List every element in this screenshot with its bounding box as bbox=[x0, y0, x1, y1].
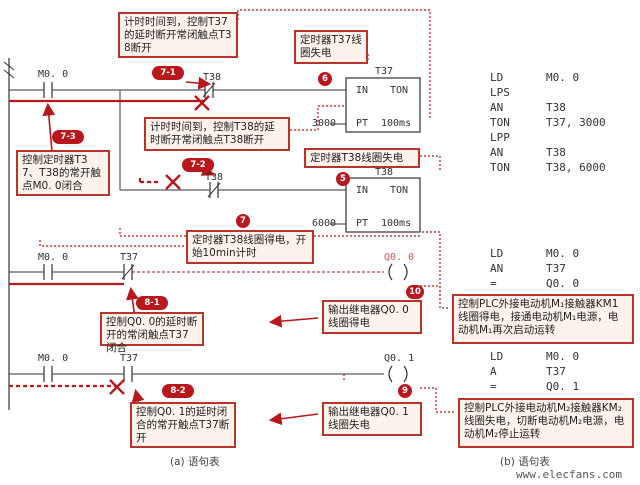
watermark: www.elecfans.com bbox=[516, 468, 622, 481]
contact-t37-b-label: T37 bbox=[120, 353, 139, 364]
stl-op: = bbox=[490, 277, 497, 290]
note-motor-m1-starts: 控制PLC外接电动机M₁接触器KM1线圈得电，接通电动机M₁电源，电动机M₁再次… bbox=[452, 294, 634, 344]
timer-t38-name: T38 bbox=[375, 167, 394, 178]
stl-arg: Q0. 1 bbox=[546, 380, 580, 393]
stl-op: LD bbox=[490, 350, 504, 363]
timer-t37-pt: PT bbox=[356, 118, 369, 129]
note-m00-closes: 控制定时器T37、T38的常开触点M0. 0闭合 bbox=[16, 150, 110, 196]
stl-arg: T38 bbox=[546, 101, 566, 114]
note-t38-contact-opens-2: 计时时间到，控制T38的延时断开常闭触点T38断开 bbox=[144, 117, 290, 151]
badge-step-7-2: 7-2 bbox=[182, 158, 214, 172]
coil-q01 bbox=[388, 365, 393, 383]
note-q01-coil-off: 输出继电器Q0. 1线圈失电 bbox=[322, 402, 422, 436]
timer-t37-ton: TON bbox=[390, 85, 409, 96]
stl-op: AN bbox=[490, 262, 504, 275]
contact-m00-c-label: M0. 0 bbox=[38, 353, 69, 364]
timer-t37-name: T37 bbox=[375, 66, 394, 77]
stl-arg: T37 bbox=[546, 365, 566, 378]
stl-op: AN bbox=[490, 101, 504, 114]
badge-step-8-2: 8-2 bbox=[162, 384, 194, 398]
stl-arg: T38 bbox=[546, 146, 566, 159]
note-t37-coil-off: 定时器T37线圈失电 bbox=[294, 30, 368, 64]
timer-t37-in: IN bbox=[356, 85, 369, 96]
note-q00-coil-on: 输出继电器Q0. 0线圈得电 bbox=[322, 300, 422, 334]
timer-t38-pt: PT bbox=[356, 218, 369, 229]
stl-op: LD bbox=[490, 71, 504, 84]
stl-arg: T37 bbox=[546, 262, 566, 275]
contact-t38-b-label: T38 bbox=[205, 172, 224, 183]
note-q00-contact-closes: 控制Q0. 0的延时断开的常闭触点T37闭合 bbox=[100, 312, 204, 354]
coil-q00-label: Q0. 0 bbox=[384, 252, 415, 263]
note-t38-coil-on: 定时器T38线圈得电，开始10min计时 bbox=[186, 230, 314, 264]
stl-arg: Q0. 0 bbox=[546, 277, 580, 290]
coil-q01-label: Q0. 1 bbox=[384, 353, 415, 364]
stl-op: A bbox=[490, 365, 497, 378]
note-motor-m2-stops: 控制PLC外接电动机M₂接触器KM₂线圈失电，切断电动机M₂电源，电动机M₂停止… bbox=[458, 398, 634, 448]
timer-t38-in: IN bbox=[356, 185, 369, 196]
note-q01-contact-opens: 控制Q0. 1的延时闭合的常开触点T37断开 bbox=[130, 402, 236, 448]
contact-t38-a-label: T38 bbox=[203, 72, 222, 83]
timer-t38-box bbox=[345, 177, 421, 233]
badge-step-7-3: 7-3 bbox=[52, 130, 84, 144]
stl-arg: M0. 0 bbox=[546, 71, 580, 84]
timer-t38-ton: TON bbox=[390, 185, 409, 196]
stl-arg: T37, 3000 bbox=[546, 116, 606, 129]
caption-a: (a) 语句表 bbox=[170, 456, 220, 468]
badge-step-5: 5 bbox=[336, 172, 350, 186]
timer-t38-preset: 6000 bbox=[312, 218, 337, 229]
timer-t37-preset: 3000 bbox=[312, 118, 337, 129]
stl-arg: M0. 0 bbox=[546, 247, 580, 260]
badge-step-7: 7 bbox=[236, 214, 250, 228]
contact-m00-b-label: M0. 0 bbox=[38, 252, 69, 263]
stl-arg: M0. 0 bbox=[546, 350, 580, 363]
timer-t37-box bbox=[345, 77, 421, 133]
badge-step-8-1: 8-1 bbox=[136, 296, 168, 310]
stl-op: TON bbox=[490, 161, 510, 174]
caption-b: (b) 语句表 bbox=[500, 456, 550, 468]
contact-t37-a-label: T37 bbox=[120, 252, 139, 263]
note-t38-coil-off: 定时器T38线圈失电 bbox=[304, 148, 420, 168]
stl-arg: T38, 6000 bbox=[546, 161, 606, 174]
coil-q00 bbox=[388, 263, 393, 281]
stl-op: LPS bbox=[490, 86, 510, 99]
badge-step-10: 10 bbox=[406, 285, 424, 299]
stl-op: TON bbox=[490, 116, 510, 129]
contact-m00-a-label: M0. 0 bbox=[38, 69, 69, 80]
badge-step-9: 9 bbox=[398, 384, 412, 398]
badge-step-6: 6 bbox=[318, 72, 332, 86]
stl-op: LD bbox=[490, 247, 504, 260]
note-t38-contact-opens: 计时时间到，控制T37的延时断开常闭触点T38断开 bbox=[118, 12, 238, 58]
timer-t38-base: 100ms bbox=[381, 218, 412, 229]
stl-op: = bbox=[490, 380, 497, 393]
stl-op: LPP bbox=[490, 131, 510, 144]
badge-step-7-1: 7-1 bbox=[152, 66, 184, 80]
timer-t37-base: 100ms bbox=[381, 118, 412, 129]
stl-op: AN bbox=[490, 146, 504, 159]
break-marks bbox=[109, 95, 210, 395]
